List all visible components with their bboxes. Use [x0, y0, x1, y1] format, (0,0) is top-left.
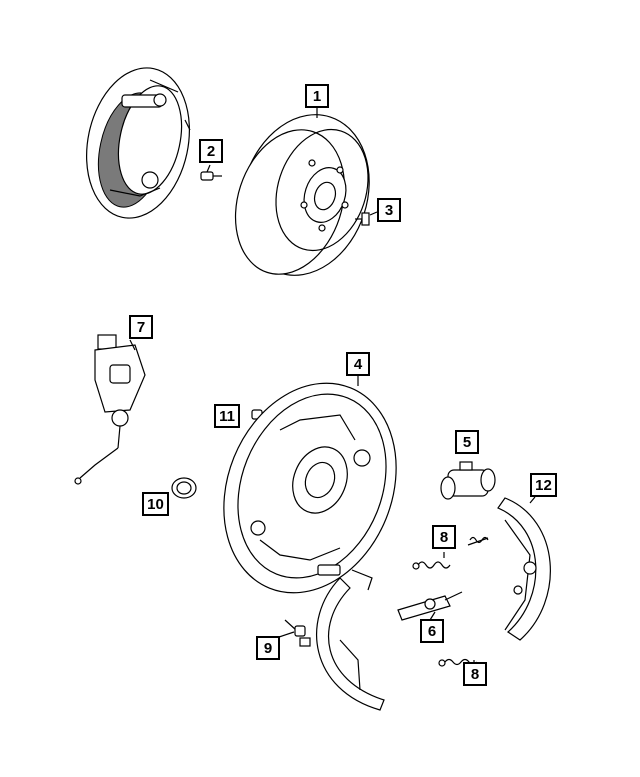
callout-12: 12 — [530, 473, 557, 497]
callout-label: 10 — [147, 495, 164, 513]
callout-2: 2 — [199, 139, 223, 163]
callout-1: 1 — [305, 84, 329, 108]
callout-label: 2 — [206, 142, 216, 160]
wheel-cylinder-drawing — [440, 461, 496, 500]
brake-shoe-left-drawing — [316, 569, 385, 711]
brake-drum-drawing — [234, 114, 370, 276]
seal-ring-part — [171, 477, 197, 499]
brake-shoe-right-drawing — [497, 497, 551, 641]
callout-label: 5 — [462, 433, 472, 451]
callout-3: 3 — [377, 198, 401, 222]
callout-label: 8 — [439, 528, 449, 546]
callout-8-upper: 8 — [432, 525, 456, 549]
adjuster-screw-drawing — [397, 591, 463, 621]
callout-label: 9 — [263, 639, 273, 657]
callout-6: 6 — [420, 619, 444, 643]
bolt-part — [200, 171, 222, 181]
callout-label: 8 — [470, 665, 480, 683]
wheel-stud-part — [355, 212, 370, 226]
callout-11: 11 — [214, 404, 240, 428]
callout-label: 12 — [535, 476, 552, 494]
callout-label: 7 — [136, 318, 146, 336]
callout-9: 9 — [256, 636, 280, 660]
backing-plate-drawing — [223, 382, 397, 594]
callout-4: 4 — [346, 352, 370, 376]
brake-assembly-drawing — [86, 67, 191, 219]
parking-brake-actuator-drawing — [74, 334, 146, 485]
hold-down-pin-part — [284, 619, 311, 647]
return-spring-upper — [412, 536, 489, 570]
callout-label: 3 — [384, 201, 394, 219]
callout-label: 4 — [353, 355, 363, 373]
callout-label: 11 — [219, 407, 235, 425]
callout-8-lower: 8 — [463, 662, 487, 686]
callout-5: 5 — [455, 430, 479, 454]
callout-label: 1 — [312, 87, 322, 105]
callout-label: 6 — [427, 622, 437, 640]
callout-7: 7 — [129, 315, 153, 339]
callout-10: 10 — [142, 492, 169, 516]
